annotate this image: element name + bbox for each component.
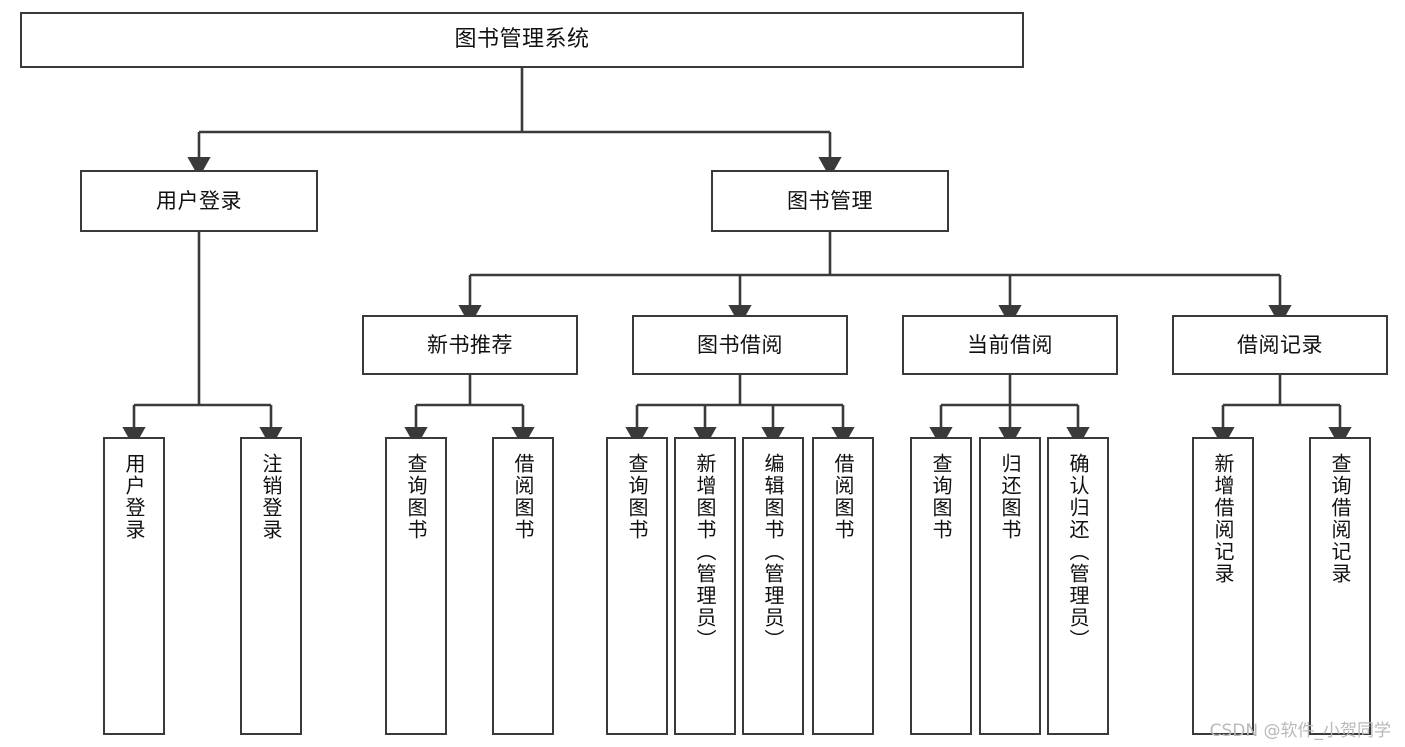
leaf-new-book-query-book[interactable]: 查询图书 xyxy=(385,437,447,735)
node-label: 新书推荐 xyxy=(427,332,513,357)
leaf-book-borrow-add-book[interactable]: 新增图书（管理员） xyxy=(674,437,736,735)
leaf-borrow-record-add-record[interactable]: 新增借阅记录 xyxy=(1192,437,1254,735)
node-user-login[interactable]: 用户登录 xyxy=(80,170,318,232)
node-label: 确认归还（管理员） xyxy=(1066,453,1090,651)
node-label: 用户登录 xyxy=(156,188,242,213)
node-label: 借阅图书 xyxy=(831,453,855,541)
node-label: 查询借阅记录 xyxy=(1328,453,1352,585)
node-label: 查询图书 xyxy=(625,453,649,541)
leaf-book-borrow-borrow-book[interactable]: 借阅图书 xyxy=(812,437,874,735)
node-label: 借阅图书 xyxy=(511,453,535,541)
node-label: 归还图书 xyxy=(998,453,1022,541)
node-label: 注销登录 xyxy=(259,453,283,541)
node-new-book-recommend[interactable]: 新书推荐 xyxy=(362,315,578,375)
node-label: 新增图书（管理员） xyxy=(693,453,717,651)
leaf-current-borrow-return-book[interactable]: 归还图书 xyxy=(979,437,1041,735)
leaf-new-book-borrow-book[interactable]: 借阅图书 xyxy=(492,437,554,735)
node-borrow-record[interactable]: 借阅记录 xyxy=(1172,315,1388,375)
leaf-current-borrow-confirm-return[interactable]: 确认归还（管理员） xyxy=(1047,437,1109,735)
node-label: 查询图书 xyxy=(404,453,428,541)
node-label: 当前借阅 xyxy=(967,332,1053,357)
node-label: 图书管理 xyxy=(787,188,873,213)
node-label: 借阅记录 xyxy=(1237,332,1323,357)
leaf-book-borrow-edit-book[interactable]: 编辑图书（管理员） xyxy=(742,437,804,735)
leaf-borrow-record-query-record[interactable]: 查询借阅记录 xyxy=(1309,437,1371,735)
leaf-current-borrow-query-book[interactable]: 查询图书 xyxy=(910,437,972,735)
node-label: 新增借阅记录 xyxy=(1211,453,1235,585)
node-root-system[interactable]: 图书管理系统 xyxy=(20,12,1024,68)
leaf-user-login-signout[interactable]: 注销登录 xyxy=(240,437,302,735)
node-label: 用户登录 xyxy=(122,453,146,541)
leaf-book-borrow-query-book[interactable]: 查询图书 xyxy=(606,437,668,735)
leaf-user-login-signin[interactable]: 用户登录 xyxy=(103,437,165,735)
node-label: 查询图书 xyxy=(929,453,953,541)
node-current-borrow[interactable]: 当前借阅 xyxy=(902,315,1118,375)
node-label: 图书借阅 xyxy=(697,332,783,357)
node-book-management[interactable]: 图书管理 xyxy=(711,170,949,232)
node-label: 图书管理系统 xyxy=(454,27,590,53)
node-book-borrow[interactable]: 图书借阅 xyxy=(632,315,848,375)
node-label: 编辑图书（管理员） xyxy=(761,453,785,651)
